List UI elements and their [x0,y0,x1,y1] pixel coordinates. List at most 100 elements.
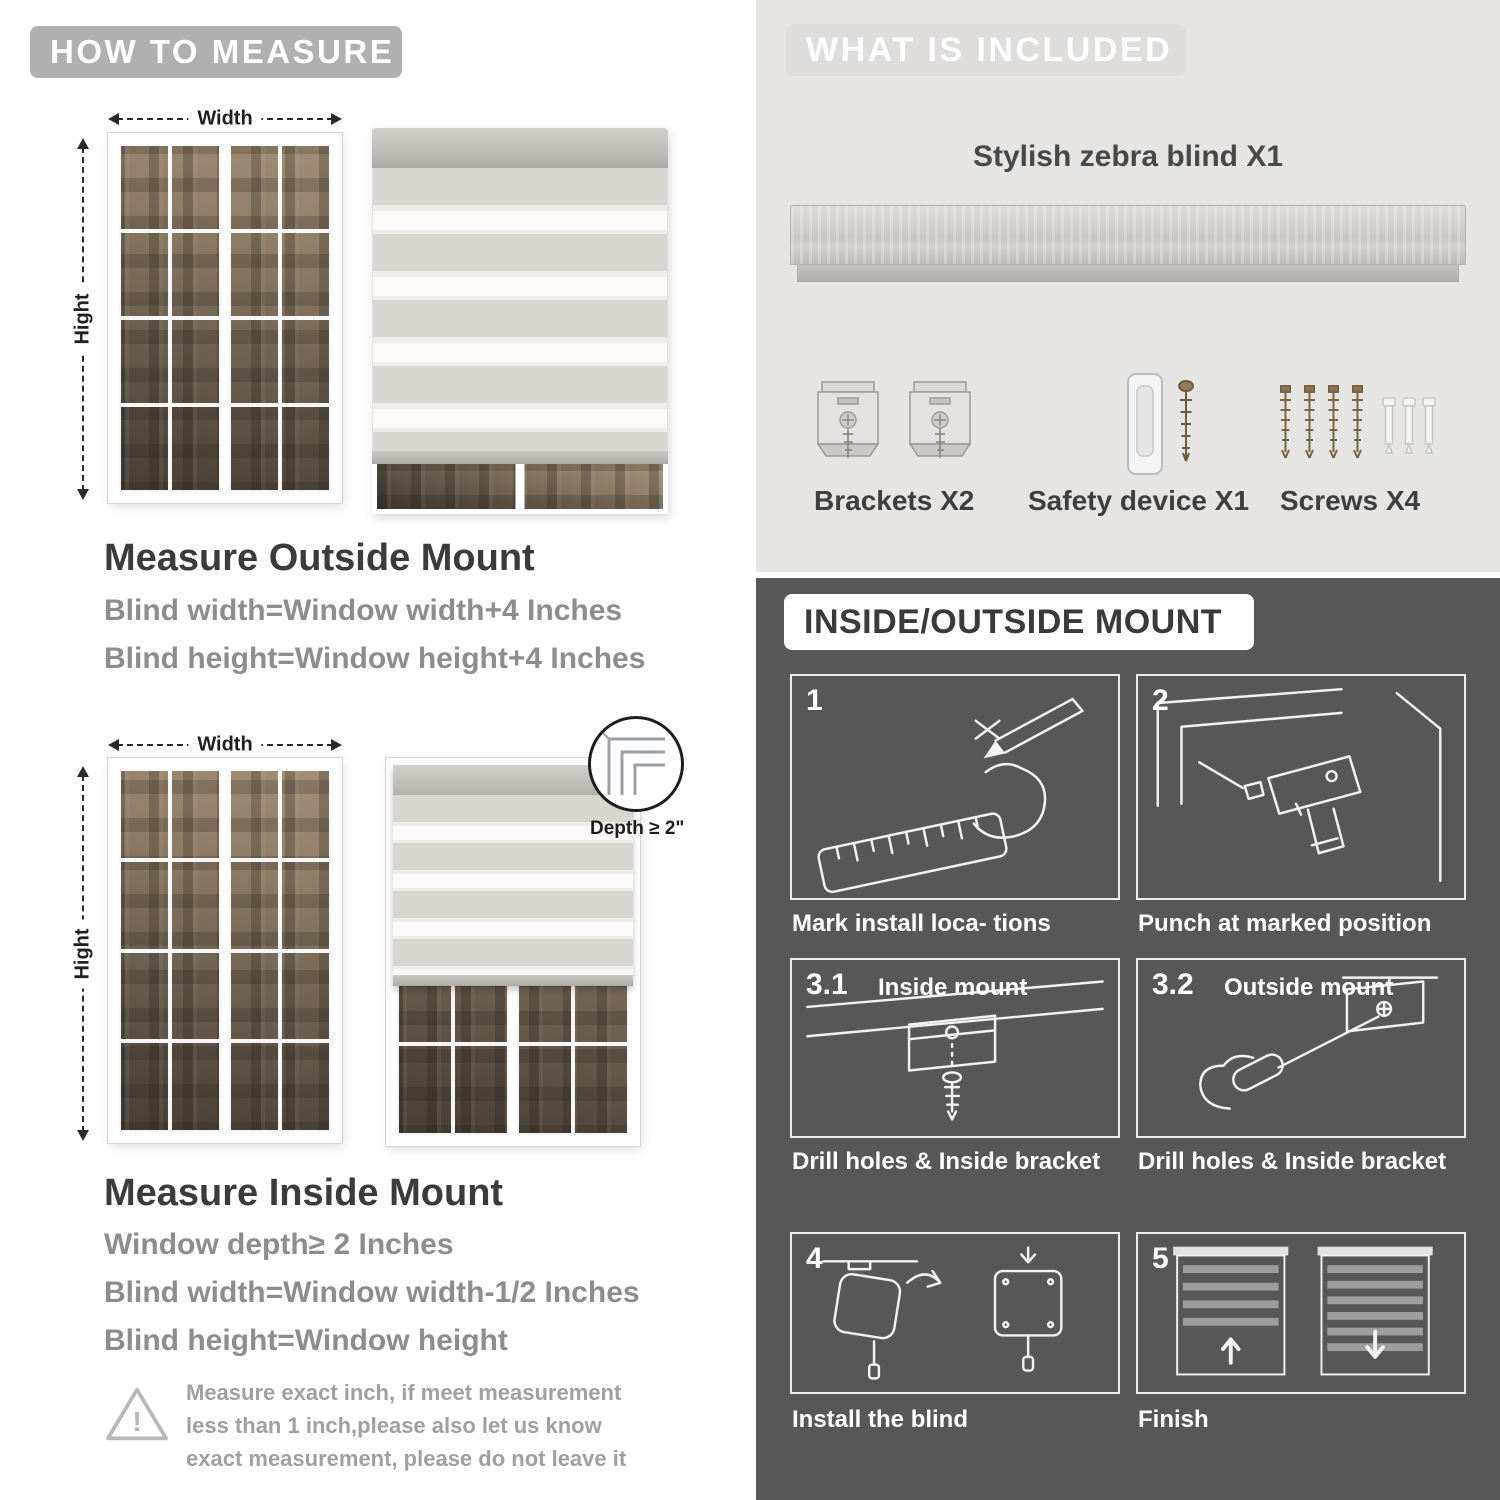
step-title: Outside mount [1224,974,1394,1001]
window-sash [225,765,335,1136]
window-pane [119,318,170,405]
headrail-lip [797,265,1459,282]
window-pane [170,1041,221,1132]
blind-bottom-rail [393,974,633,986]
window-pane [170,950,221,1042]
step-4-illustration [822,1246,1063,1380]
window-pane [280,859,331,951]
window-pane [229,859,280,951]
window-pane [229,405,280,492]
included-item-label: Brackets X2 [814,485,975,516]
how-to-measure-banner: HOW TO MEASURE [30,26,402,78]
step-panel-1: 1 [790,674,1120,900]
height-label: Hight [71,918,95,989]
step-panel-3-1: 3.1 Inside mount [790,958,1120,1138]
width-label: Width [188,733,262,757]
window-pane [229,318,280,405]
window-pane [119,769,170,860]
warning-glyph: ! [132,1406,141,1437]
width-arrow-outside: Width [108,107,342,131]
inside-mounted-blind [393,765,633,986]
window-photo [115,140,335,496]
step-number: 5 [1152,1242,1169,1275]
window-pane [280,769,331,860]
step-caption: Finish [1138,1406,1209,1433]
how-to-measure-section: HOW TO MEASURE Width Hight Measure Outsi… [0,0,735,1500]
headrail-body [790,205,1466,265]
step-panel-2: 2 [1136,674,1466,900]
inside-outside-mount-banner: INSIDE/OUTSIDE MOUNT [784,594,1254,650]
included-item-label: Safety device X1 [1028,485,1250,516]
window-pane [170,769,221,860]
step-number: 1 [806,684,823,717]
step-title: Inside mount [878,974,1028,1001]
step-caption: Install the blind [792,1406,969,1433]
window-sash [115,140,225,496]
inside-mount-spec-line: Blind width=Window width-1/2 Inches [104,1276,640,1309]
window-pane [170,405,221,492]
step-5-illustration [1173,1246,1433,1376]
step-1-illustration [817,697,1084,894]
window-pane [119,950,170,1042]
window-diagram-inside [108,758,342,1143]
headrail-image [790,205,1466,282]
screws-icon [1280,385,1436,459]
window-diagram-outside [108,133,342,503]
blind-bottom-rail [372,451,668,464]
window-pane [229,1041,280,1132]
window-sill-photo [372,464,668,514]
window-pane [229,950,280,1042]
width-arrow-inside: Width [108,733,342,757]
window-pane [229,769,280,860]
warning-icon: ! [106,1387,168,1441]
step-panel-3-2: 3.2 Outside mount [1136,958,1466,1138]
depth-detail-circle-icon [588,716,684,812]
window-pane [170,859,221,951]
window-pane [280,318,331,405]
inside-mount-spec-line: Blind height=Window height [104,1324,508,1357]
blind-stripes [372,168,668,451]
window-photo [115,765,335,1136]
step-3-2-illustration [1199,976,1439,1110]
window-pane [280,231,331,318]
window-pane [119,859,170,951]
step-caption: Drill holes & Inside bracket [1138,1148,1447,1175]
zebra-blind-diagram-outside [372,128,668,514]
window-pane [119,144,170,231]
zebra-blind-diagram-inside [386,758,640,1146]
blind-stripes [393,795,633,975]
inside-mount-title: Measure Inside Mount [104,1172,504,1214]
step-number: 3.2 [1152,968,1194,1001]
included-item-label: Screws X4 [1280,485,1421,516]
window-pane [229,144,280,231]
step-caption: Punch at marked position [1138,910,1432,937]
mount-instructions-section: INSIDE/OUTSIDE MOUNT 1 2 [756,578,1500,1500]
window-pane [280,950,331,1042]
window-sash [225,140,335,496]
brackets-icon [816,381,972,458]
window-pane [397,1043,453,1135]
window-pane [280,1041,331,1132]
window-sash [115,765,225,1136]
height-arrow-outside: Hight [71,138,95,500]
what-is-included-banner: WHAT IS INCLUDED [786,24,1186,76]
window-pane [229,231,280,318]
window-pane [453,1043,509,1135]
step-number: 4 [806,1242,823,1275]
window-pane [170,318,221,405]
window-pane [119,231,170,318]
step-caption: Drill holes & Inside bracket [792,1148,1101,1175]
step-number: 3.1 [806,968,848,1001]
depth-label: Depth ≥ 2" [590,818,685,839]
window-pane [280,405,331,492]
step-panel-4: 4 [790,1232,1120,1394]
width-label: Width [188,107,262,131]
outside-mount-title: Measure Outside Mount [104,537,535,579]
window-pane [170,231,221,318]
window-pane [119,405,170,492]
step-2-illustration [1156,687,1442,883]
safety-device-icon [1127,373,1194,475]
product-name-label: Stylish zebra blind X1 [972,140,1284,173]
window-pane [517,1043,573,1135]
